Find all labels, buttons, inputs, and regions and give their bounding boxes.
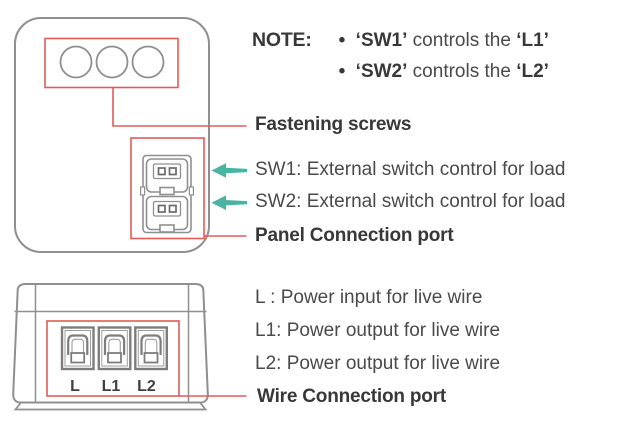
- connector-unit-sw2: [145, 195, 189, 233]
- bottom-device: L L1 L2: [12, 283, 209, 411]
- l1-wire-description: L1: Power output for live wire: [255, 320, 501, 341]
- fastening-screws-group: [59, 45, 165, 79]
- note-block: NOTE: •‘SW1’ controls the ‘L1’ •‘SW2’ co…: [252, 25, 549, 87]
- sw1-arrow-icon: [211, 163, 247, 178]
- callout-box-panel: [130, 137, 205, 240]
- wire-clamp: [70, 352, 86, 364]
- terminal-arch: [67, 334, 89, 355]
- l-wire-description: L : Power input for live wire: [255, 287, 483, 308]
- sw1-description: SW1: External switch control for load: [255, 159, 566, 180]
- wire-clamp: [107, 352, 122, 364]
- terminal-block-l2: [134, 326, 169, 371]
- terminal-arch: [103, 334, 126, 355]
- screw-circle: [95, 45, 129, 79]
- wire-clamp: [143, 352, 159, 364]
- note-item-sw1: •‘SW1’ controls the ‘L1’: [339, 25, 549, 56]
- screw-circle: [131, 45, 165, 79]
- terminal-block-l1: [97, 326, 132, 371]
- terminal-arch: [140, 334, 162, 355]
- wire-terminals: [60, 326, 169, 371]
- bullet-icon: •: [338, 30, 346, 51]
- pin-square: [157, 204, 166, 213]
- callout-lines: [44, 37, 247, 397]
- top-device: [14, 17, 210, 253]
- sw2-arrow-icon: [211, 195, 247, 210]
- connector-unit-sw1: [145, 158, 189, 196]
- bullet-icon: •: [338, 61, 346, 82]
- connector-latch: [159, 186, 175, 196]
- screw-circle: [59, 45, 93, 79]
- note-item-sw2: •‘SW2’ controls the ‘L2’: [339, 56, 549, 87]
- panel-connector-assembly: [140, 154, 194, 234]
- note-label: NOTE:: [252, 29, 312, 51]
- terminal-labels: L L1 L2: [70, 378, 156, 395]
- sw-arrows: [211, 163, 247, 210]
- terminal-arch-inner: [108, 338, 121, 355]
- connector-pins: [157, 167, 177, 176]
- connector-side-tab: [188, 186, 194, 196]
- callout-box-wire: [46, 320, 180, 397]
- connector-side-tab: [140, 186, 146, 196]
- wire-connection-port-label: Wire Connection port: [257, 386, 446, 407]
- sw2-description: SW2: External switch control for load: [255, 191, 566, 212]
- l2-wire-description: L2: Power output for live wire: [255, 353, 501, 374]
- terminal-label-l: L: [70, 378, 80, 395]
- connector-pins: [157, 204, 177, 213]
- panel-connection-port-label: Panel Connection port: [255, 225, 454, 246]
- terminal-label-l1: L1: [102, 378, 121, 395]
- callout-box-screws: [44, 37, 179, 89]
- fastening-screws-label: Fastening screws: [255, 114, 412, 135]
- pin-square: [168, 204, 177, 213]
- connector-latch: [159, 224, 175, 233]
- terminal-block-l: [60, 326, 95, 371]
- note-items: •‘SW1’ controls the ‘L1’ •‘SW2’ controls…: [339, 25, 549, 87]
- bottom-device-base-lip: [13, 401, 208, 411]
- pin-square: [168, 167, 177, 176]
- terminal-arch-inner: [71, 338, 85, 355]
- callout-line-fastening: [112, 87, 247, 127]
- pin-square: [157, 167, 166, 176]
- terminal-label-l2: L2: [137, 378, 156, 395]
- terminal-arch-inner: [144, 338, 158, 355]
